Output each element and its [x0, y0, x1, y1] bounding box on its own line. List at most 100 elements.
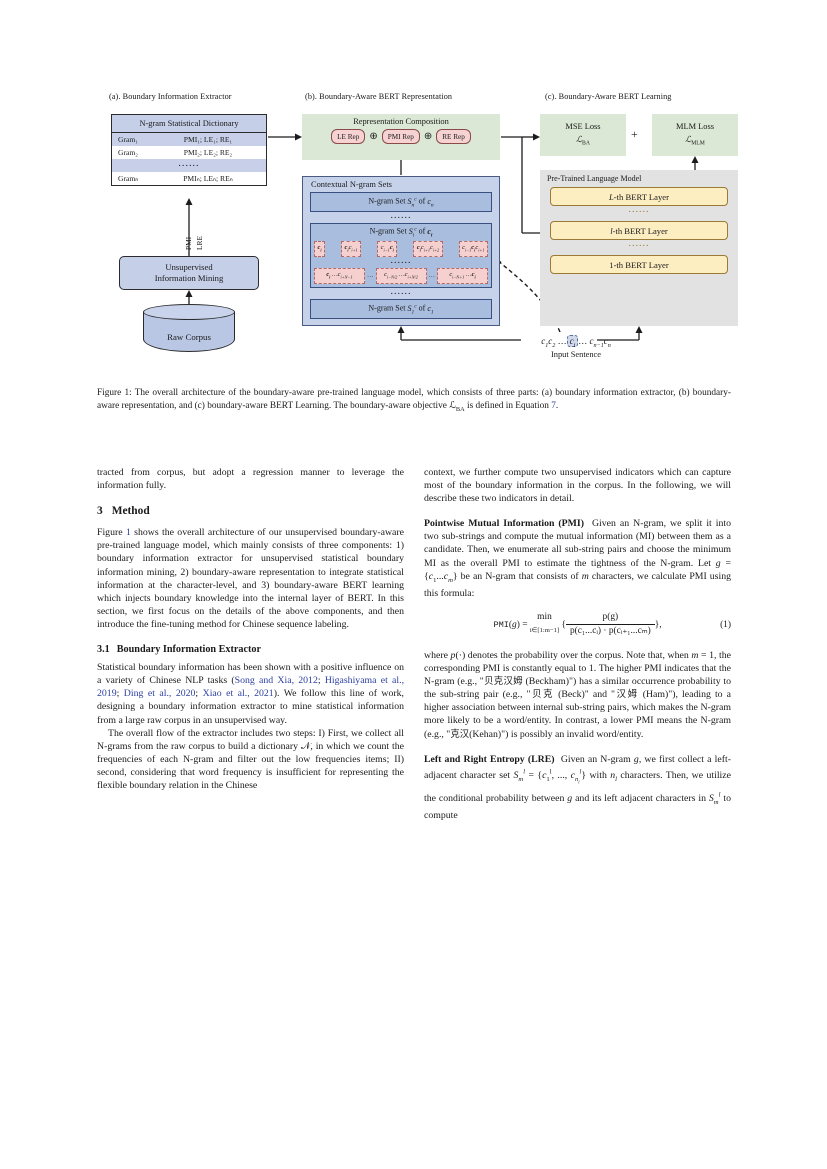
figure-panel-a-title: (a). Boundary Information Extractor — [109, 92, 232, 101]
mlm-loss-box: MLM Loss ℒMLM — [652, 114, 738, 156]
citation-link[interactable]: Higashiyama et al., 2019 — [97, 675, 405, 700]
ngram-set-c1: N-gram Set S1c of c1 — [310, 299, 492, 320]
section-title: Method — [111, 505, 150, 518]
equation-1-numerator: p(g) — [565, 611, 655, 625]
min-symbol: min — [537, 612, 552, 623]
equation-1-arg: (g) = — [508, 619, 528, 630]
paragraph-pmi: Pointwise Mutual Information (PMI) Given… — [424, 517, 731, 600]
section-heading-method: 3 Method — [97, 505, 404, 518]
plm-title: Pre-Trained Language Model — [547, 174, 642, 183]
dictionary-values: PMI₂; LE₂; RE₂ — [183, 148, 233, 157]
equation-1-min-operator: min i∈[1:m−1] — [530, 611, 559, 637]
lre-body-text: Given an N-gram g, we first collect a le… — [424, 753, 731, 821]
paragraph-extractor-flow: The overall flow of the extractor includ… — [97, 727, 404, 791]
dictionary-gram: Gram₁ — [118, 135, 138, 144]
representation-composition-box: Representation Composition LE Rep ⊕ PMI … — [302, 114, 500, 160]
paragraph-continuation: tracted from corpus, but adopt a regress… — [97, 467, 404, 492]
gram-chip: ci−1ci — [377, 240, 398, 257]
chinese-term-beckham: 贝克汉姆 — [483, 676, 523, 688]
representation-composition-title: Representation Composition — [353, 117, 449, 126]
equation-1-denominator: p(c₁...cᵢ) · p(cᵢ₊₁...cₘ) — [569, 625, 651, 636]
section-number: 3 — [97, 505, 103, 518]
paragraph-lre: Left and Right Entropy (LRE) Given an N-… — [424, 753, 731, 822]
chinese-term-beck: 贝克 — [530, 689, 555, 701]
focus-character-box: ci — [566, 335, 579, 349]
equation-reference-link[interactable]: 7 — [551, 400, 556, 411]
gram-separator: … — [367, 272, 374, 280]
mse-loss-symbol: ℒBA — [576, 134, 590, 147]
gram-rows-ellipsis: ······ — [390, 257, 412, 267]
paragraph-after-equation: where p(·) denotes the probability over … — [424, 649, 731, 740]
citation-link[interactable]: Xiao et al., 2021 — [202, 688, 274, 700]
raw-corpus-label: Raw Corpus — [167, 332, 211, 342]
figure-caption-label: Figure 1: — [97, 388, 132, 398]
contextual-ngram-sets-box: Contextual N-gram Sets N-gram Set Snc of… — [302, 176, 500, 326]
pmi-rep-pill: PMI Rep — [381, 129, 420, 144]
input-sentence-chars: c1c2 …ci… cn−1cn — [541, 335, 611, 349]
dictionary-gram: Gramₙ — [118, 174, 139, 183]
dictionary-values: PMIₙ; LEₙ; REₙ — [183, 174, 233, 183]
gram-chip: cici+1ci+2 — [413, 240, 443, 257]
ngram-statistical-dictionary: N-gram Statistical Dictionary Gram₁ PMI₁… — [111, 114, 267, 186]
pmi-runin-heading: Pointwise Mutual Information (PMI) — [424, 518, 584, 530]
bert-layer-L: L-th BERT Layer — [550, 187, 728, 206]
extractor-p1-a: Statistical boundary information has bee… — [97, 662, 404, 687]
plm-ellipsis: ······ — [628, 207, 650, 216]
raw-corpus-cylinder: Raw Corpus — [143, 304, 235, 356]
subsection-title: Boundary Information Extractor — [116, 644, 262, 656]
mining-line-2: Information Mining — [154, 273, 224, 283]
input-sentence-caption: Input Sentence — [550, 349, 601, 359]
input-sentence-group: c1c2 …ci… cn−1cn Input Sentence — [521, 335, 631, 359]
le-rep-pill: LE Rep — [331, 129, 366, 144]
gram-chip: ci−1cici+1 — [458, 240, 488, 257]
sets-ellipsis: ······ — [390, 213, 412, 223]
method-para-pre: Figure — [97, 527, 126, 539]
equation-1-brace-close: }, — [654, 619, 662, 630]
sets-ellipsis: ······ — [390, 289, 412, 299]
equation-1-brace-open: { — [561, 619, 566, 630]
figure-panel-b-title: (b). Boundary-Aware BERT Representation — [305, 92, 453, 101]
gram-chip: cici+1 — [341, 240, 362, 257]
dictionary-row-ellipsis: ······ — [112, 159, 266, 172]
mlm-loss-name: MLM Loss — [676, 121, 714, 131]
figure-1: (a). Boundary Information Extractor (b).… — [97, 92, 738, 377]
body-column-left: tracted from corpus, but adopt a regress… — [97, 466, 404, 792]
dictionary-row: Gramₙ PMIₙ; LEₙ; REₙ — [112, 172, 266, 185]
min-range: i∈[1:m−1] — [529, 627, 560, 635]
contextual-sets-title: Contextual N-gram Sets — [311, 180, 392, 189]
paragraph-extractor-intro: Statistical boundary information has bee… — [97, 662, 405, 726]
subsection-heading-extractor: 3.1 Boundary Information Extractor — [97, 643, 404, 656]
citation-link[interactable]: Song and Xia, 2012 — [234, 675, 318, 687]
body-column-right: context, we further compute two unsuperv… — [424, 466, 731, 822]
equation-1-number: (1) — [720, 619, 731, 630]
extractor-p1-b: ). We follow this line of work, designin… — [97, 688, 405, 726]
gram-chip: ci …ci+N−1 — [314, 267, 365, 285]
edge-label-pmi: PMI — [185, 236, 193, 250]
paragraph-continuation: context, we further compute two unsuperv… — [424, 467, 731, 505]
bert-layer-1: 1-th BERT Layer — [550, 255, 728, 274]
equation-1-fraction: p(g)p(c₁...cᵢ) · p(cᵢ₊₁...cₘ) — [565, 611, 655, 638]
equation-1-lhs: PMI — [493, 619, 509, 630]
mining-line-1: Unsupervised — [165, 261, 213, 272]
citation-link[interactable]: Ding et al., 2020 — [123, 688, 196, 700]
unsupervised-information-mining-box: Unsupervised Information Mining — [119, 256, 259, 290]
oplus-icon: ⊕ — [369, 131, 378, 142]
mse-loss-box: MSE Loss ℒBA — [540, 114, 626, 156]
gram-row-1: ci cici+1 ci−1ci cici+1ci+2 ci−1cici+1 — [311, 240, 491, 257]
bert-layer-l: l-th BERT Layer — [550, 221, 728, 240]
edge-label-lre: LRE — [196, 235, 204, 250]
ngram-set-cn: N-gram Set Snc of cn — [310, 192, 492, 213]
gram-chip: ci — [314, 240, 326, 257]
figure-reference-link[interactable]: 1 — [125, 527, 131, 539]
cylinder-top — [143, 304, 235, 320]
representation-pill-row: LE Rep ⊕ PMI Rep ⊕ RE Rep — [302, 129, 500, 144]
subsection-number: 3.1 — [97, 644, 110, 656]
loss-plus-operator: + — [631, 127, 638, 141]
dictionary-row: Gram₂ PMI₂; LE₂; RE₂ — [112, 146, 266, 159]
oplus-icon: ⊕ — [423, 131, 433, 142]
gram-separator: … — [428, 272, 436, 280]
mse-loss-name: MSE Loss — [565, 121, 601, 131]
gram-chip: ci−N/2 …ci+N/2 — [375, 267, 427, 285]
pretrained-language-model-box: Pre-Trained Language Model L-th BERT Lay… — [540, 170, 738, 326]
